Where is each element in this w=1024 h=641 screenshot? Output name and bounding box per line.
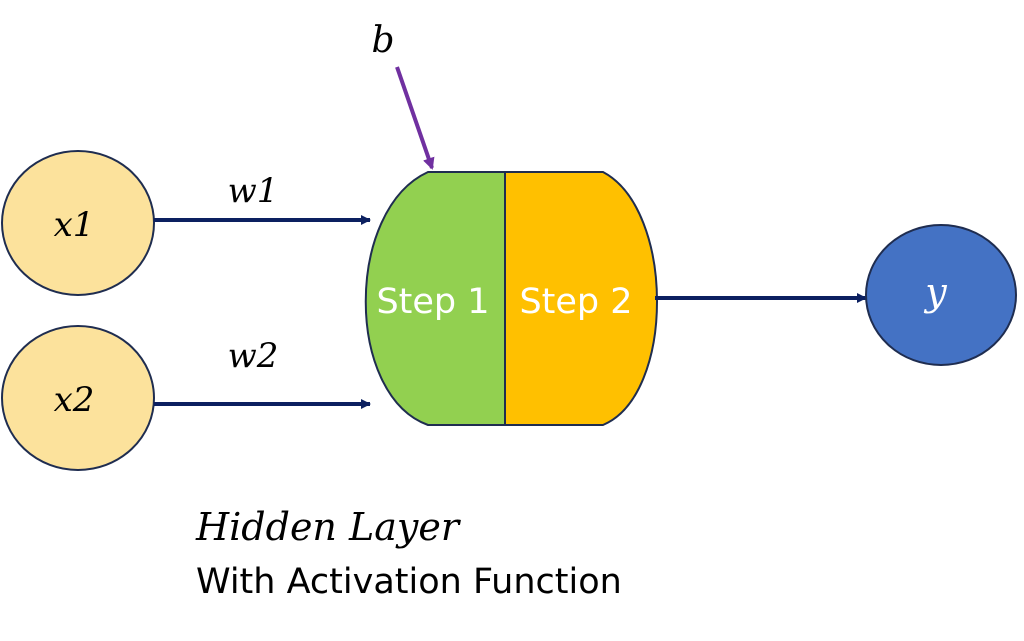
neuron-body: Step 1 Step 2 [364, 171, 658, 426]
step2-label: Step 2 [519, 282, 632, 322]
input-node-x1: x1 [1, 150, 155, 296]
output-node-y: y [865, 224, 1017, 366]
caption-subtitle: With Activation Function [196, 562, 622, 602]
weight-label-w2: w2 [228, 336, 279, 376]
input-label-x2: x2 [54, 380, 95, 420]
input-node-x2: x2 [1, 325, 155, 471]
input-label-x1: x1 [54, 205, 95, 245]
output-label-y: y [923, 270, 947, 314]
bias-label: b [371, 20, 394, 61]
neuron-step1-region [365, 172, 505, 425]
step1-label: Step 1 [376, 282, 489, 322]
caption-title: Hidden Layer [196, 505, 459, 549]
neuron-step2-region [505, 172, 657, 425]
weight-label-w1: w1 [228, 171, 279, 211]
bias-arrow [395, 66, 435, 170]
